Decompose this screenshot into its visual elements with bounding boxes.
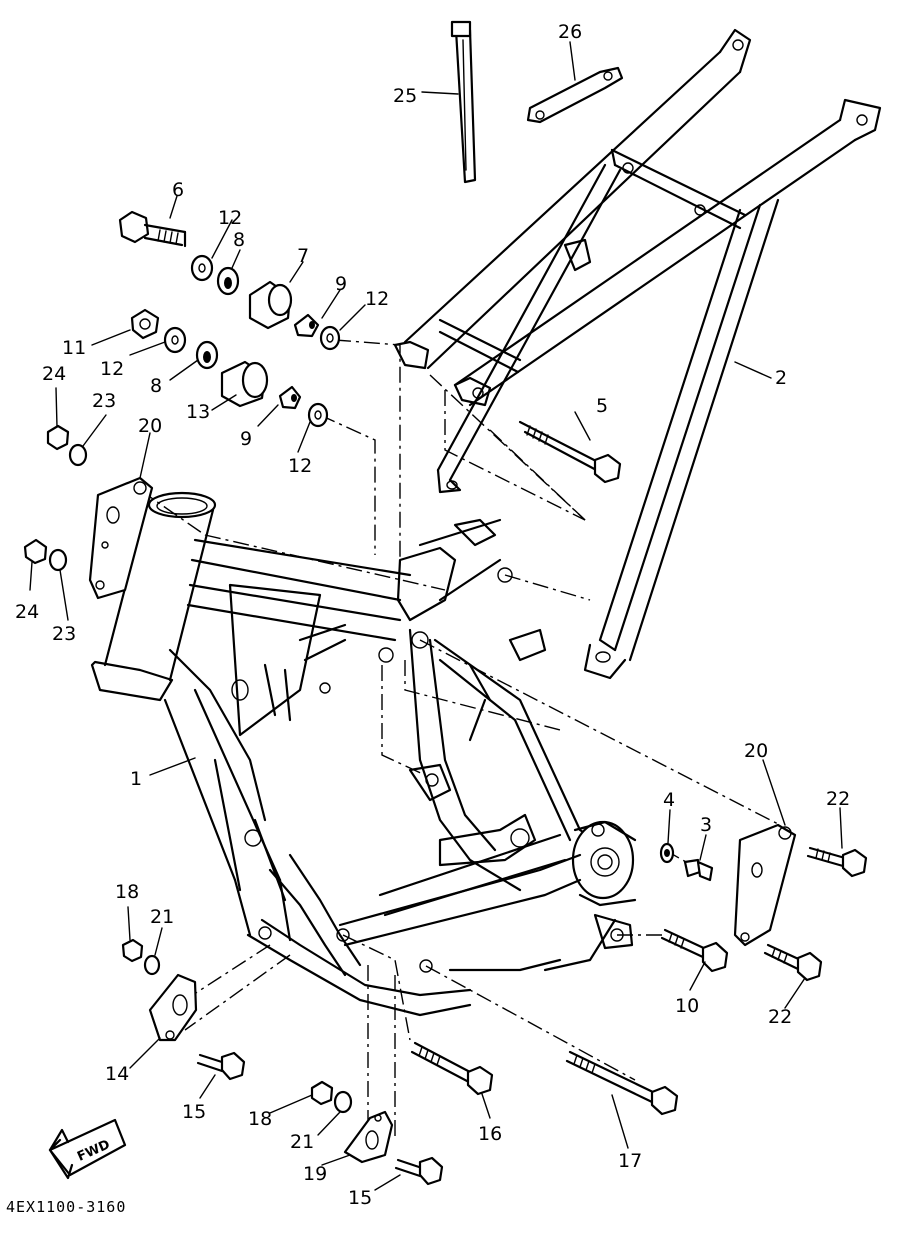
part-7-collar bbox=[248, 280, 293, 330]
label-8b: 8 bbox=[150, 375, 162, 397]
label-20a: 20 bbox=[138, 415, 162, 437]
fwd-arrow-icon: FWD bbox=[48, 1118, 127, 1180]
label-21b: 21 bbox=[290, 1131, 314, 1153]
part-12-washer-d bbox=[307, 402, 329, 428]
label-6: 6 bbox=[172, 179, 184, 201]
rear-subframe bbox=[393, 28, 882, 680]
part-15-bolt-a bbox=[196, 1051, 246, 1081]
part-9-collar-b bbox=[278, 385, 302, 410]
label-15a: 15 bbox=[182, 1101, 206, 1123]
label-8a: 8 bbox=[233, 229, 245, 251]
part-18-nut-a bbox=[121, 938, 144, 963]
label-25: 25 bbox=[393, 85, 417, 107]
part-25-strap bbox=[450, 20, 477, 184]
label-21a: 21 bbox=[150, 906, 174, 928]
part-23-washer-a bbox=[68, 443, 88, 467]
label-9a: 9 bbox=[335, 273, 347, 295]
label-3: 3 bbox=[700, 814, 712, 836]
label-11: 11 bbox=[62, 337, 86, 359]
part-4-washer bbox=[659, 842, 675, 864]
part-19-plate bbox=[343, 1110, 394, 1164]
part-22-bolt-upper bbox=[806, 846, 868, 878]
label-7: 7 bbox=[297, 245, 309, 267]
callout-labels: 1 2 3 4 5 6 7 8 8 9 9 10 11 12 12 12 12 … bbox=[6, 21, 850, 1216]
part-16-bolt bbox=[410, 1041, 494, 1096]
part-15-bolt-b bbox=[394, 1156, 444, 1186]
label-20b: 20 bbox=[744, 740, 768, 762]
label-22a: 22 bbox=[826, 788, 850, 810]
part-3-bolt bbox=[683, 858, 714, 882]
label-2: 2 bbox=[775, 367, 787, 389]
label-14: 14 bbox=[105, 1063, 129, 1085]
label-26: 26 bbox=[558, 21, 582, 43]
label-16: 16 bbox=[478, 1123, 502, 1145]
part-21-washer-b bbox=[333, 1090, 353, 1114]
leader-lines bbox=[29, 41, 843, 1191]
diagram-code: 4EX1100-3160 bbox=[6, 1198, 126, 1216]
part-8-bushing-b bbox=[195, 340, 219, 370]
label-12d: 12 bbox=[288, 455, 312, 477]
part-12-washer-b bbox=[163, 326, 187, 354]
label-12c: 12 bbox=[100, 358, 124, 380]
label-18a: 18 bbox=[115, 881, 139, 903]
part-17-bolt bbox=[565, 1050, 679, 1116]
label-22b: 22 bbox=[768, 1006, 792, 1028]
part-6-bolt bbox=[118, 210, 187, 248]
hardware: FWD bbox=[23, 20, 868, 1186]
label-13: 13 bbox=[186, 401, 210, 423]
label-18b: 18 bbox=[248, 1108, 272, 1130]
label-10: 10 bbox=[675, 995, 699, 1017]
part-13-collar bbox=[220, 360, 269, 408]
part-9-collar-a bbox=[293, 313, 320, 338]
part-21-washer-a bbox=[143, 954, 161, 976]
part-20-plate-right bbox=[733, 823, 797, 947]
part-14-plate bbox=[148, 973, 198, 1042]
label-24a: 24 bbox=[42, 363, 66, 385]
part-24-nut-a bbox=[46, 424, 70, 451]
part-24-nut-b bbox=[23, 538, 48, 565]
part-10-bolt bbox=[660, 928, 729, 973]
part-23-washer-b bbox=[48, 548, 68, 572]
label-23a: 23 bbox=[92, 390, 116, 412]
fwd-label: FWD bbox=[75, 1137, 112, 1165]
reference-lines bbox=[139, 339, 781, 1140]
label-19: 19 bbox=[303, 1163, 327, 1185]
label-12a: 12 bbox=[218, 207, 242, 229]
label-12b: 12 bbox=[365, 288, 389, 310]
main-frame bbox=[90, 491, 637, 1017]
label-1: 1 bbox=[130, 768, 142, 790]
part-12-washer-a bbox=[190, 254, 214, 282]
part-12-washer-c bbox=[319, 325, 341, 351]
label-15b: 15 bbox=[348, 1187, 372, 1209]
part-18-nut-b bbox=[310, 1080, 334, 1106]
label-4: 4 bbox=[663, 789, 675, 811]
label-24b: 24 bbox=[15, 601, 39, 623]
label-5: 5 bbox=[596, 395, 608, 417]
label-23b: 23 bbox=[52, 623, 76, 645]
part-22-bolt-lower bbox=[763, 943, 823, 982]
part-11-nut bbox=[130, 308, 160, 340]
part-26-bracket bbox=[526, 66, 624, 124]
part-5-bolt bbox=[518, 420, 622, 484]
label-9b: 9 bbox=[240, 428, 252, 450]
part-20-plate-left bbox=[88, 476, 154, 600]
part-8-bushing-a bbox=[216, 266, 240, 296]
label-17: 17 bbox=[618, 1150, 642, 1172]
